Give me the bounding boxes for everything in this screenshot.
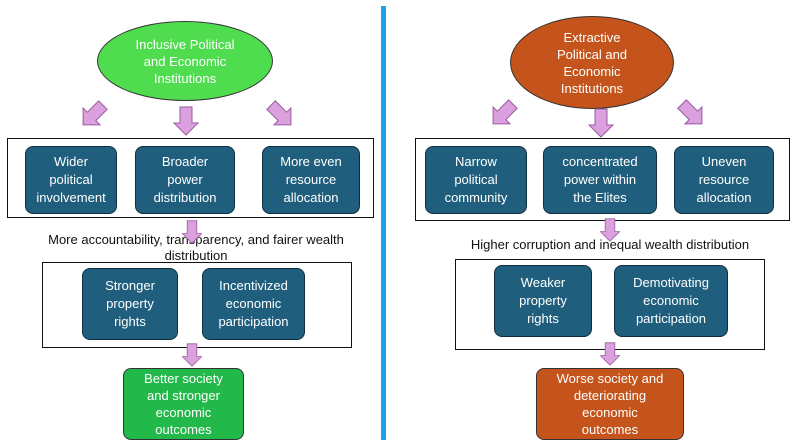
box-line: participation bbox=[218, 314, 289, 329]
box-line: community bbox=[444, 190, 508, 205]
box-line: allocation bbox=[283, 190, 339, 205]
box-line: concentrated bbox=[562, 154, 638, 169]
box-line: Demotivating bbox=[633, 275, 709, 290]
box-line: economic bbox=[643, 293, 699, 308]
outcome-line: and stronger bbox=[146, 388, 220, 403]
arrow-down-icon bbox=[173, 106, 199, 136]
left-box-incentivized-economic-participation: Incentivized economic participation bbox=[202, 268, 305, 340]
box-line: property bbox=[106, 296, 154, 311]
right-box-weaker-property-rights: Weaker property rights bbox=[494, 265, 592, 337]
arrow-down-icon bbox=[181, 343, 203, 367]
box-line: involvement bbox=[36, 190, 106, 205]
left-box-broader-power-distribution: Broader power distribution bbox=[135, 146, 235, 214]
right-top-line: Extractive bbox=[563, 29, 621, 45]
box-line: Weaker bbox=[520, 275, 566, 290]
box-line: rights bbox=[527, 311, 559, 326]
box-line: Broader bbox=[161, 154, 209, 169]
arrow-down-left-icon bbox=[74, 96, 112, 134]
outcome-line: outcomes bbox=[581, 422, 639, 437]
left-top-line: Institutions bbox=[153, 70, 217, 86]
box-line: the Elites bbox=[573, 190, 627, 205]
caption-line: Higher corruption and inequal wealth dis… bbox=[470, 237, 750, 252]
right-box-narrow-political-community: Narrow political community bbox=[425, 146, 527, 214]
outcome-line: Worse society and bbox=[556, 371, 664, 386]
box-line: Incentivized bbox=[219, 278, 288, 293]
outcome-line: economic bbox=[582, 405, 638, 420]
arrow-down-right-icon bbox=[262, 96, 300, 134]
right-box-uneven-resource-allocation: Uneven resource allocation bbox=[674, 146, 774, 214]
arrow-down-icon bbox=[600, 218, 620, 242]
arrow-down-left-icon bbox=[484, 95, 522, 133]
left-top-line: and Economic bbox=[143, 53, 227, 69]
box-line: political bbox=[49, 172, 93, 187]
left-box-more-even-resource-allocation: More even resource allocation bbox=[262, 146, 360, 214]
right-caption: Higher corruption and inequal wealth dis… bbox=[420, 237, 800, 253]
right-top-line: Political and bbox=[556, 46, 628, 62]
arrow-down-right-icon bbox=[673, 95, 711, 133]
box-line: Stronger bbox=[105, 278, 155, 293]
right-box-concentrated-power: concentrated power within the Elites bbox=[543, 146, 657, 214]
left-outcome-box: Better society and stronger economic out… bbox=[123, 368, 244, 440]
right-top-oval: Extractive Political and Economic Instit… bbox=[510, 16, 674, 109]
center-divider bbox=[381, 6, 386, 440]
left-top-line: Inclusive Political bbox=[135, 36, 235, 52]
right-top-line: Institutions bbox=[560, 80, 624, 96]
right-box-demotivating-economic-participation: Demotivating economic participation bbox=[614, 265, 728, 337]
box-line: power bbox=[167, 172, 203, 187]
left-box-wider-political-involvement: Wider political involvement bbox=[25, 146, 117, 214]
box-line: Narrow bbox=[455, 154, 497, 169]
box-line: Wider bbox=[54, 154, 88, 169]
caption-line: distribution bbox=[164, 248, 228, 263]
right-top-line: Economic bbox=[563, 63, 621, 79]
outcome-line: Better society bbox=[144, 371, 223, 386]
box-line: resource bbox=[285, 172, 337, 187]
box-line: political bbox=[454, 172, 498, 187]
box-line: participation bbox=[635, 311, 707, 326]
box-line: resource bbox=[698, 172, 750, 187]
left-box-stronger-property-rights: Stronger property rights bbox=[82, 268, 178, 340]
outcome-line: economic bbox=[155, 405, 212, 420]
box-line: Uneven bbox=[701, 154, 747, 169]
arrow-down-icon bbox=[588, 108, 614, 138]
outcome-line: outcomes bbox=[155, 422, 212, 437]
box-line: allocation bbox=[696, 190, 752, 205]
left-top-oval: Inclusive Political and Economic Institu… bbox=[97, 21, 273, 101]
outcome-line: deteriorating bbox=[573, 388, 647, 403]
box-line: rights bbox=[114, 314, 146, 329]
arrow-down-icon bbox=[181, 220, 203, 244]
box-line: More even bbox=[280, 154, 342, 169]
box-line: economic bbox=[225, 296, 282, 311]
box-line: property bbox=[519, 293, 567, 308]
box-line: distribution bbox=[153, 190, 217, 205]
arrow-down-icon bbox=[600, 342, 620, 366]
box-line: power within bbox=[563, 172, 637, 187]
right-outcome-box: Worse society and deteriorating economic… bbox=[536, 368, 684, 440]
